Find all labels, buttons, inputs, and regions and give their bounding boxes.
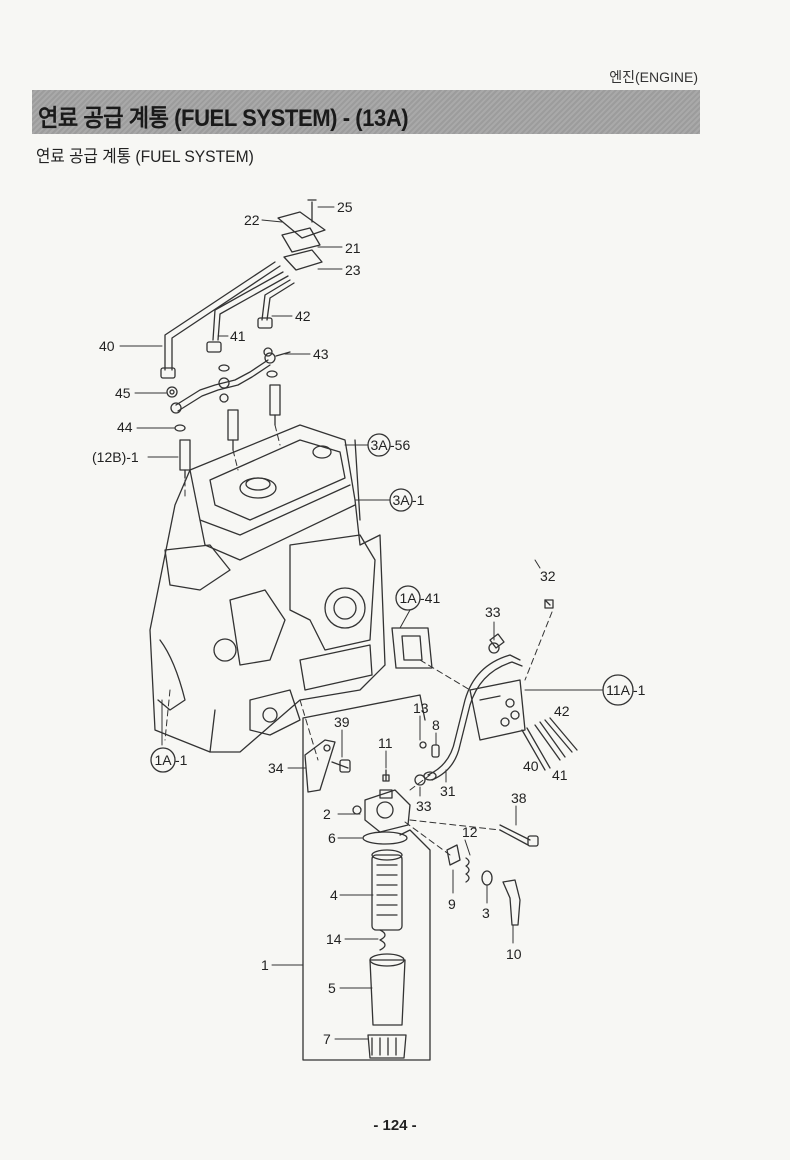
part-label-3a-56-circle: 3A bbox=[370, 437, 388, 453]
part-label-41-right: 41 bbox=[552, 767, 568, 783]
pump-bolts-drawing bbox=[521, 717, 578, 771]
part-label-40-right: 40 bbox=[523, 758, 539, 774]
part-label-5: 5 bbox=[328, 980, 336, 996]
ref-circle-1a-1 bbox=[150, 747, 176, 773]
section-label: 엔진(ENGINE) bbox=[609, 69, 698, 85]
part-label-25: 25 bbox=[337, 199, 353, 215]
diagram-subtitle: 연료 공급 계통 (FUEL SYSTEM) bbox=[36, 147, 254, 166]
part-label-11: 11 bbox=[378, 735, 393, 751]
title-bar: 연료 공급 계통 (FUEL SYSTEM) - (13A) bbox=[32, 90, 700, 134]
part-label-31: 31 bbox=[440, 783, 456, 799]
part-label-12: 12 bbox=[462, 824, 478, 840]
part-label-1a-1-circle: 1A bbox=[154, 752, 172, 768]
part-label-11a-1-circle: 11A bbox=[606, 682, 631, 698]
part-label-10: 10 bbox=[506, 946, 522, 962]
part-label-14: 14 bbox=[326, 931, 342, 947]
part-label-42: 42 bbox=[295, 308, 311, 324]
part-label-44: 44 bbox=[117, 419, 133, 435]
part-label-22: 22 bbox=[244, 212, 260, 228]
ref-circle-3a-56 bbox=[367, 433, 391, 457]
ref-circle-11a-1 bbox=[602, 674, 634, 706]
part-label-33-bottom: 33 bbox=[416, 798, 432, 814]
part-label-41: 41 bbox=[230, 328, 246, 344]
fuel-pipe-31-drawing bbox=[423, 642, 523, 781]
part-label-7: 7 bbox=[323, 1031, 331, 1047]
part-label-33-top: 33 bbox=[485, 604, 501, 620]
injectors-drawing bbox=[179, 384, 281, 479]
engine-block-drawing bbox=[149, 424, 386, 753]
part-label-21: 21 bbox=[345, 240, 361, 256]
ref-circle-1a-41 bbox=[395, 585, 421, 611]
feed-pump-drawing bbox=[391, 627, 526, 741]
part-label-39: 39 bbox=[334, 714, 350, 730]
part-label-32: 32 bbox=[540, 568, 556, 584]
page-number: - 124 - bbox=[373, 1117, 417, 1134]
guide-lines bbox=[164, 424, 553, 856]
page-title: 연료 공급 계통 (FUEL SYSTEM) - (13A) bbox=[38, 105, 409, 132]
leader-lines bbox=[119, 206, 604, 1040]
part-label-4: 4 bbox=[330, 887, 338, 903]
part-label-40: 40 bbox=[99, 338, 115, 354]
return-pipe-drawing bbox=[160, 261, 295, 432]
part-label-42-right: 42 bbox=[554, 703, 570, 719]
filter-group-bracket bbox=[302, 694, 431, 1061]
part-label-6: 6 bbox=[328, 830, 336, 846]
bracket-drawing bbox=[304, 739, 351, 793]
part-label-1a-41-suffix: -41 bbox=[420, 590, 440, 606]
part-label-23: 23 bbox=[345, 262, 361, 278]
part-label-11a-1-suffix: -1 bbox=[633, 682, 646, 698]
part-label-3a-1-circle: 3A bbox=[392, 492, 410, 508]
part-label-1: 1 bbox=[261, 957, 269, 973]
part-label-3a-56-suffix: -56 bbox=[390, 437, 410, 453]
part-label-12b-1: (12B)-1 bbox=[92, 449, 139, 465]
pipe-clamp-drawing bbox=[277, 199, 326, 271]
ref-circle-3a-1 bbox=[389, 488, 413, 512]
fuel-filter-drawing bbox=[352, 789, 411, 1059]
part-label-43: 43 bbox=[313, 346, 329, 362]
part-label-3: 3 bbox=[482, 905, 490, 921]
part-label-45: 45 bbox=[115, 385, 131, 401]
part-label-38: 38 bbox=[511, 790, 527, 806]
part-label-13: 13 bbox=[413, 700, 429, 716]
part-label-2: 2 bbox=[323, 806, 331, 822]
part-label-34: 34 bbox=[268, 760, 284, 776]
part-label-3a-1-suffix: -1 bbox=[412, 492, 425, 508]
part-label-1a-1-suffix: -1 bbox=[175, 752, 188, 768]
part-label-1a-41-circle: 1A bbox=[399, 590, 417, 606]
part-label-9: 9 bbox=[448, 896, 456, 912]
part-label-8: 8 bbox=[432, 717, 440, 733]
